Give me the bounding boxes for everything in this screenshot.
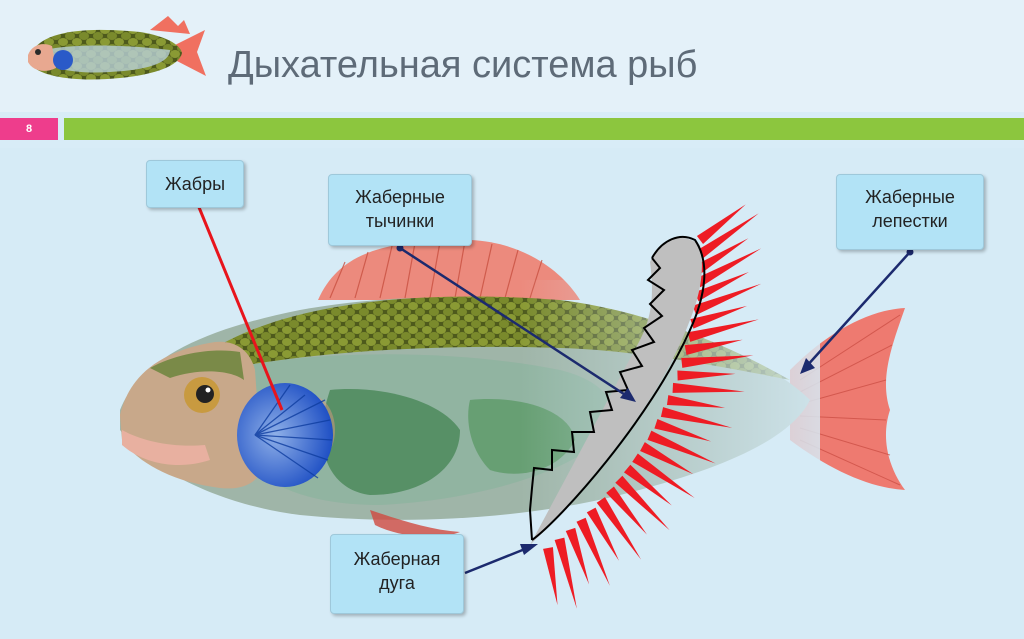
pointer-gills (194, 199, 284, 411)
pointer-gill-rakers (399, 246, 631, 400)
label-gill-filaments-line1: Жаберные (865, 187, 955, 207)
label-gills: Жабры (146, 160, 244, 208)
label-gill-arch: Жаберная дуга (330, 534, 464, 614)
gill-filament (615, 475, 670, 531)
gill-filament (696, 238, 749, 274)
gill-filament (692, 283, 762, 316)
gill-filament (695, 248, 762, 288)
gills-blue (237, 383, 333, 487)
gill-filament (632, 453, 695, 498)
accent-bar (64, 118, 1024, 140)
label-gill-rakers-line1: Жаберные (355, 187, 445, 207)
pointer-gill-arch (464, 545, 531, 575)
gill-filament (554, 537, 577, 609)
gill-filament (696, 204, 746, 244)
gill-arch-detail (528, 204, 762, 609)
gill-filament (666, 395, 726, 408)
label-gill-arch-line2: дуга (379, 573, 415, 593)
label-gill-rakers-line2: тычинки (365, 211, 435, 231)
fish-body (120, 240, 905, 540)
gill-filament (696, 213, 759, 259)
label-gill-arch-line1: Жаберная (353, 549, 441, 569)
gill-filament (687, 319, 759, 342)
header-fish-thumbnail (28, 16, 206, 80)
gill-filament (640, 442, 694, 475)
pointer-lines (192, 196, 914, 575)
gill-filament (677, 370, 736, 381)
gill-filament (690, 305, 748, 329)
label-gill-filaments-line2: лепестки (872, 211, 948, 231)
gill-filament (654, 418, 712, 442)
gill-filament (684, 339, 743, 356)
page-number-badge: 8 (0, 118, 58, 140)
gill-filament (576, 517, 610, 586)
pointer-gill-filaments (804, 251, 911, 369)
gill-filament (623, 464, 672, 506)
label-gill-rakers: Жаберные тычинки (328, 174, 472, 246)
gill-filaments-red (543, 204, 762, 609)
gill-filament (681, 355, 754, 368)
gill-filament (647, 430, 716, 464)
gill-filament (606, 486, 647, 535)
gill-filament (660, 407, 733, 428)
label-gill-filaments: Жаберные лепестки (836, 174, 984, 250)
gill-filament (672, 382, 745, 393)
label-gills-text: Жабры (164, 174, 226, 194)
gill-filament (586, 507, 620, 561)
gill-filament (565, 527, 590, 585)
gill-filament (596, 497, 642, 560)
gill-filament (543, 547, 558, 606)
gill-filament (694, 272, 749, 302)
page-title: Дыхательная система рыб (228, 44, 698, 86)
